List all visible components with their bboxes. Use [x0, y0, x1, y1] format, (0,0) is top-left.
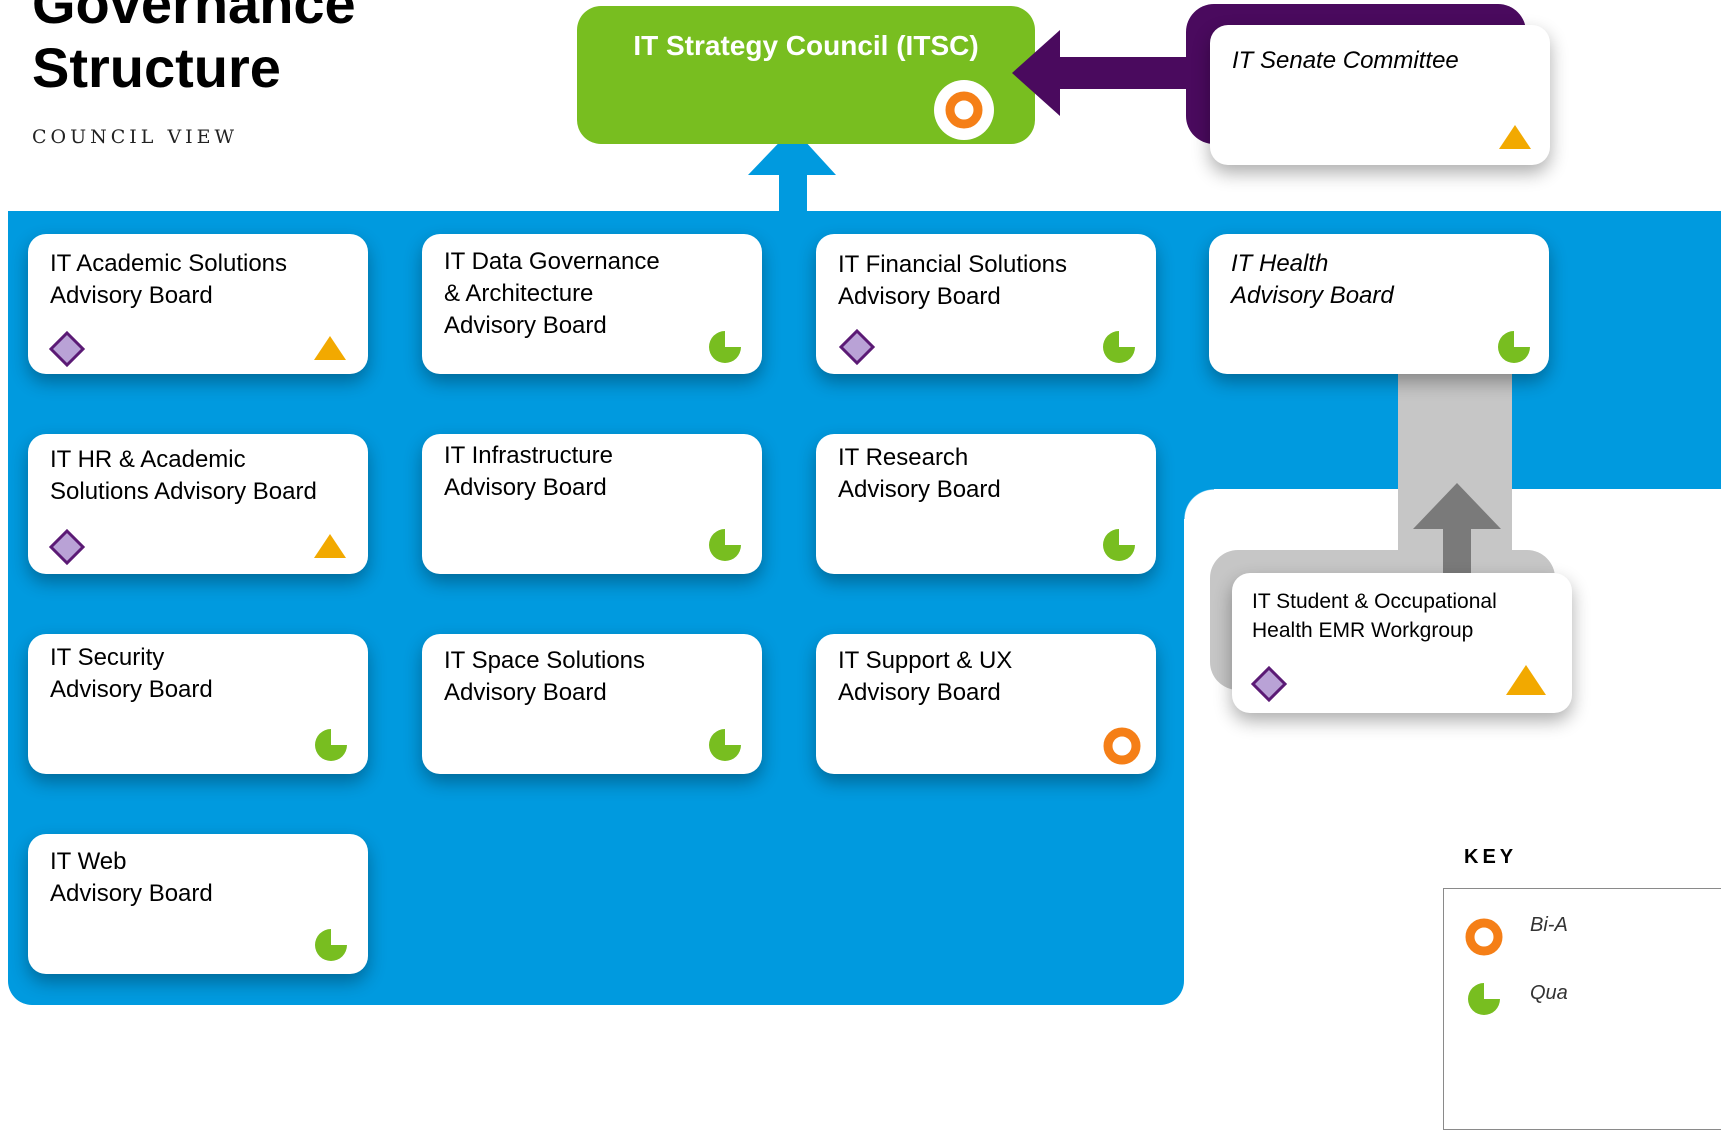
yellow-triangle-icon: [1499, 125, 1531, 149]
green-pie-icon: [1103, 331, 1135, 363]
green-pie-icon: [1103, 529, 1135, 561]
green-pie-icon: [709, 529, 741, 561]
page-subtitle: COUNCIL VIEW: [32, 126, 239, 148]
purple-diamond-icon: [48, 528, 86, 566]
orange-ring-icon: [1465, 918, 1503, 956]
green-pie-icon: [315, 929, 347, 961]
purple-diamond-icon: [1250, 665, 1288, 703]
key-legend: Bi-A Qua: [1443, 888, 1721, 1130]
council-area-corner: [1184, 489, 1214, 519]
senate-title: IT Senate Committee: [1232, 47, 1459, 74]
green-pie-icon: [1498, 331, 1530, 363]
purple-diamond-icon: [838, 328, 876, 366]
council-to-itsc-arrow-icon: [748, 128, 836, 214]
itsc-title: IT Strategy Council (ITSC): [633, 30, 979, 61]
senate-to-itsc-arrow-icon: [1012, 30, 1212, 116]
green-pie-icon: [709, 331, 741, 363]
orange-ring-icon: [945, 91, 983, 129]
page-title: Governance Structure: [32, 0, 356, 99]
key-label-quarterly: Qua: [1530, 982, 1568, 1004]
senate-committee-card[interactable]: IT Senate Committee: [1210, 25, 1550, 165]
emr-to-health-arrow-icon: [1413, 483, 1501, 575]
key-title: KEY: [1464, 846, 1518, 868]
green-pie-icon: [1468, 983, 1500, 1015]
green-pie-icon: [315, 729, 347, 761]
purple-diamond-icon: [48, 330, 86, 368]
yellow-triangle-icon: [314, 534, 346, 558]
key-label-bi-annual: Bi-A: [1530, 914, 1568, 936]
green-pie-icon: [709, 729, 741, 761]
orange-ring-icon: [1103, 727, 1141, 765]
itsc-badge: [934, 80, 994, 140]
itsc-box[interactable]: IT Strategy Council (ITSC): [577, 6, 1035, 144]
yellow-triangle-icon: [1506, 665, 1546, 695]
yellow-triangle-icon: [314, 336, 346, 360]
